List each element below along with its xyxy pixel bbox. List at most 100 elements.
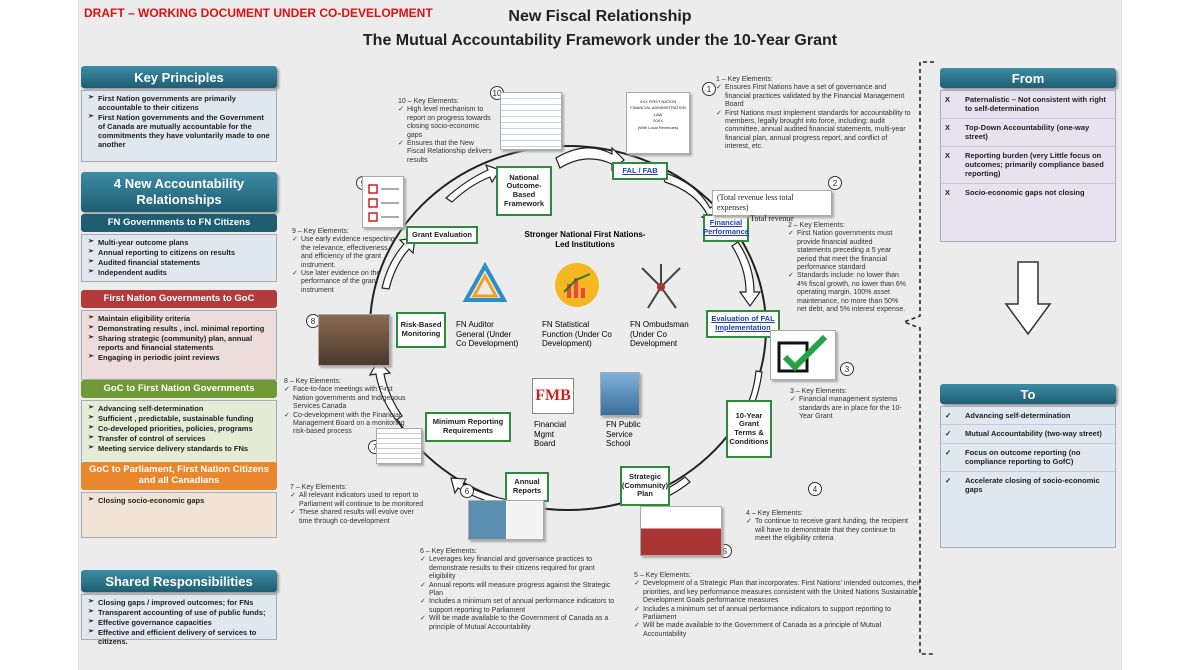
relationship-panel-4: Closing socio-economic gaps: [81, 492, 277, 538]
key-element-item-2: Co-development with the Financial Manage…: [284, 412, 414, 437]
key-element-item-2: Use later evidence on the performance of…: [292, 270, 400, 295]
arrow-9: [445, 163, 501, 203]
key-elements-list: Ensures First Nations have a set of gove…: [716, 84, 912, 151]
key-elements-4: 4 – Key Elements:To continue to receive …: [746, 510, 912, 544]
node-fal-fab[interactable]: FAL / FAB: [612, 162, 668, 180]
key-principle-1: First Nation governments are primarily a…: [88, 94, 270, 112]
draft-label: DRAFT – WORKING DOCUMENT UNDER CO-DEVELO…: [84, 6, 433, 20]
shared-item-1: Closing gaps / improved outcomes; for FN…: [88, 598, 270, 607]
key-elements-8: 8 – Key Elements:Face-to-face meetings w…: [284, 378, 414, 437]
to-text: Mutual Accountability (two-way street): [965, 429, 1102, 439]
relationship-item-5: Meeting service delivery standards to FN…: [88, 444, 270, 453]
node-grant-terms[interactable]: 10-Year Grant Terms & Conditions: [726, 400, 772, 458]
relationship-item-4: Transfer of control of services: [88, 434, 270, 443]
from-text: Top-Down Accountability (one-way street): [965, 122, 1090, 142]
key-elements-list: Face-to-face meetings with First Nation …: [284, 386, 414, 436]
from-text: Socio-economic gaps not closing: [965, 187, 1085, 197]
key-elements-1: 1 – Key Elements:Ensures First Nations h…: [716, 76, 912, 152]
key-elements-6: 6 – Key Elements:Leverages key financial…: [420, 548, 620, 632]
key-element-item-1: First Nation governments must provide fi…: [788, 230, 908, 272]
relationship-list: Advancing self-determinationSufficient ,…: [88, 404, 270, 453]
from-header: From: [940, 68, 1116, 88]
ke9-title: 9 – Key Elements:: [292, 228, 349, 235]
relationship-item-3: Sharing strategic (community) plan, annu…: [88, 334, 270, 352]
key-element-item-1: To continue to receive grant funding, th…: [746, 518, 912, 543]
relationship-panel-1: Multi-year outcome plansAnnual reporting…: [81, 234, 277, 282]
key-elements-list: Development of a Strategic Plan that inc…: [634, 580, 922, 639]
ke4-title: 4 – Key Elements:: [746, 510, 803, 517]
to-mark: ✓: [945, 447, 952, 457]
relationship-list: Closing socio-economic gaps: [88, 496, 270, 505]
from-row-3: X Reporting burden (very Little focus on …: [941, 145, 1115, 183]
from-mark: X: [945, 150, 951, 160]
relationship-header-1: FN Governments to FN Citizens: [81, 214, 277, 232]
key-principles-list: First Nation governments are primarily a…: [88, 94, 270, 149]
from-text: Paternalistic – Not consistent with righ…: [965, 95, 1106, 114]
relationship-panel-2: Maintain eligibility criteriaDemonstrati…: [81, 310, 277, 380]
key-elements-list: All relevant indicators used to report t…: [290, 492, 424, 526]
to-text: Accelerate closing of socio-economic gap…: [965, 475, 1100, 494]
title-line2: The Mutual Accountability Framework unde…: [362, 32, 838, 49]
node-financial-performance[interactable]: Financial Performance: [703, 214, 749, 242]
relationship-list: Maintain eligibility criteriaDemonstrati…: [88, 314, 270, 362]
doc-line-4: [With Local Revenues]: [637, 124, 679, 130]
node-risk-monitoring[interactable]: Risk-Based Monitoring: [396, 312, 446, 348]
to-mark: ✓: [945, 429, 952, 439]
key-element-item-1: Face-to-face meetings with First Nation …: [284, 386, 414, 411]
key-element-item-2: Ensures that the New Fiscal Relationship…: [398, 140, 492, 165]
relationship-item-1: Advancing self-determination: [88, 404, 270, 413]
center-title: Stronger National First Nations-Led Inst…: [524, 230, 646, 249]
key-element-item-2: Annual reports will measure progress aga…: [420, 582, 620, 599]
key-element-item-2: Includes a minimum set of annual perform…: [634, 606, 922, 623]
node-grant-evaluation[interactable]: Grant Evaluation: [406, 226, 478, 244]
relationship-item-3: Audited financial statements: [88, 258, 270, 267]
statistical-function-logo: [555, 263, 599, 307]
key-elements-list: Leverages key financial and governance p…: [420, 556, 620, 632]
node-evaluation-fal[interactable]: Evaluation of FAL Implementation: [706, 310, 780, 338]
checkmark-icon: [777, 334, 828, 373]
from-text: Reporting burden (very Little focus on o…: [965, 150, 1104, 179]
relationships-header: 4 New Accountability Relationships: [81, 172, 277, 212]
to-mark: ✓: [945, 411, 952, 420]
relationship-panel-3: Advancing self-determinationSufficient ,…: [81, 400, 277, 474]
from-mark: X: [945, 122, 951, 132]
title-line1: New Fiscal Relationship: [508, 8, 692, 25]
key-element-item-1: High level mechanism to report on progre…: [398, 106, 492, 140]
node-annual-reports[interactable]: Annual Reports: [505, 472, 549, 502]
key-elements-7: 7 – Key Elements:All relevant indicators…: [290, 484, 424, 526]
relationship-item-4: Independent audits: [88, 268, 270, 277]
badge-2: 2: [828, 176, 842, 190]
key-element-item-2: These shared results will evolve over ti…: [290, 509, 424, 526]
badge-1: 1: [702, 82, 716, 96]
ke8-title: 8 – Key Elements:: [284, 378, 341, 385]
key-elements-list: Financial management systems standards a…: [790, 396, 908, 421]
arrow-3: [731, 241, 762, 308]
to-text: Focus on outcome reporting (no complianc…: [965, 447, 1081, 467]
relationship-item-2: Demonstrating results , incl. minimal re…: [88, 324, 270, 333]
key-principle-2: First Nation governments and the Governm…: [88, 113, 270, 149]
relationship-item-1: Closing socio-economic gaps: [88, 496, 270, 505]
revenue-formula-thumb: (Total revenue less total expenses) Tota…: [712, 190, 832, 223]
key-elements-3: 3 – Key Elements:Financial management sy…: [790, 388, 908, 422]
node-strategic-plan[interactable]: Strategic (Community) Plan: [620, 466, 670, 506]
to-panel: ✓Advancing self-determination✓Mutual Acc…: [940, 406, 1116, 548]
node-national-framework[interactable]: National Outcome-Based Framework: [496, 166, 552, 216]
badge-4: 4: [808, 482, 822, 496]
doc-line-3: 20XX: [653, 118, 663, 124]
relationship-list: Multi-year outcome plansAnnual reporting…: [88, 238, 270, 277]
key-elements-list: High level mechanism to report on progre…: [398, 106, 492, 165]
key-element-item-4: Will be made available to the Government…: [420, 615, 620, 632]
checklist-icon: [368, 184, 399, 222]
institution-statistical: FN Statistical Function (Under Co Develo…: [542, 320, 612, 349]
from-mark: X: [945, 95, 951, 104]
relationship-item-1: Maintain eligibility criteria: [88, 314, 270, 323]
auditor-general-logo: [462, 262, 508, 302]
key-element-item-3: Will be made available to the Government…: [634, 622, 922, 639]
node-minimum-reporting[interactable]: Minimum Reporting Requirements: [425, 412, 511, 442]
key-elements-list: To continue to receive grant funding, th…: [746, 518, 912, 543]
shared-item-2: Transparent accounting of use of public …: [88, 608, 270, 617]
doc-line-2: FINANCIAL ADMINISTRATION LAW: [630, 105, 686, 117]
relationship-item-3: Co-developed priorities, policies, progr…: [88, 424, 270, 433]
strategic-plan-thumb: [640, 506, 722, 556]
